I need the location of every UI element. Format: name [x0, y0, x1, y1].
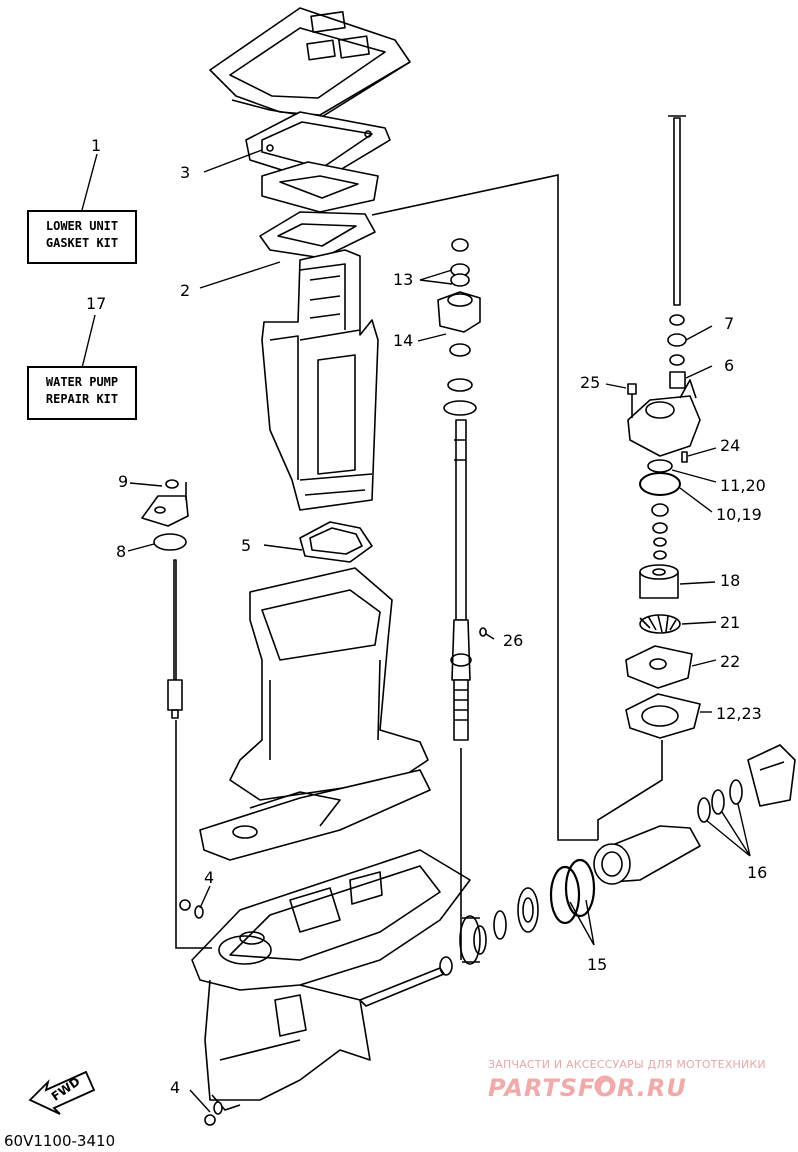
callout-7: 7 — [724, 314, 735, 333]
impeller-21 — [639, 614, 681, 634]
callout-26: 26 — [503, 631, 524, 650]
callout-10-19: 10,19 — [716, 505, 762, 524]
bearing-housing — [593, 825, 701, 885]
washer — [447, 378, 473, 392]
seal-16b — [711, 789, 725, 815]
upper-case — [199, 567, 431, 861]
callout-11-20: 11,20 — [720, 476, 766, 495]
callout-22: 22 — [720, 652, 741, 671]
o-ring-11 — [647, 459, 673, 473]
seal-a — [651, 503, 669, 517]
callout-4-upper: 4 — [204, 868, 215, 887]
kit-label-line1: WATER PUMP — [45, 375, 119, 389]
anode — [747, 744, 796, 807]
gear-case — [191, 849, 471, 1111]
callout-12-23: 12,23 — [716, 704, 762, 723]
callout-2: 2 — [180, 281, 191, 300]
impeller-cup-18 — [639, 564, 679, 599]
seal-16a — [697, 797, 711, 823]
seal-c — [653, 537, 667, 547]
callout-5: 5 — [241, 536, 252, 555]
gasket-4b — [213, 1101, 223, 1115]
oil-seal-13b — [450, 273, 470, 287]
insert-6 — [669, 371, 686, 389]
forward-gear — [459, 915, 487, 965]
callout-14: 14 — [393, 331, 414, 350]
drive-shaft — [450, 419, 472, 741]
watermark-logo: PARTSFOR.RU — [488, 1074, 687, 1102]
callout-15: 15 — [587, 955, 608, 974]
o-ring-15a — [549, 865, 581, 925]
callout-21: 21 — [720, 613, 741, 632]
callout-16: 16 — [747, 863, 768, 882]
seal-b — [652, 522, 668, 534]
propeller-shaft — [359, 956, 453, 1007]
seal-16c — [729, 779, 743, 805]
o-ring-8 — [153, 533, 187, 551]
grommet-7a — [669, 314, 685, 326]
gasket-2 — [259, 211, 376, 259]
reverse-bearing — [517, 887, 539, 933]
kit-label-line2: GASKET KIT — [45, 236, 119, 250]
grommet-7b — [667, 333, 687, 347]
grommet-7c — [669, 354, 685, 366]
kit-label-line2: REPAIR KIT — [45, 392, 119, 406]
pin-26 — [479, 627, 487, 637]
kit-label-line1: LOWER UNIT — [45, 219, 119, 233]
water-pump-repair-kit-box: WATER PUMP REPAIR KIT — [27, 366, 137, 420]
gasket-12 — [625, 693, 701, 739]
lower-unit-gasket-kit-box: LOWER UNIT GASKET KIT — [27, 210, 137, 264]
watermark-gear-icon — [594, 1075, 616, 1097]
water-tube — [668, 115, 686, 306]
assembly-reference-lines — [175, 174, 663, 960]
leader-lines — [81, 149, 751, 1113]
shift-rod — [167, 559, 183, 719]
o-ring-15b — [564, 858, 596, 918]
pump-housing — [627, 379, 701, 457]
outer-plate-22 — [625, 645, 693, 689]
seal-ring — [443, 400, 477, 416]
bolt-9 — [165, 479, 179, 489]
middle-plate — [261, 161, 379, 213]
bearing — [449, 343, 471, 357]
top-cover-plate — [209, 7, 411, 119]
callout-4-lower: 4 — [170, 1078, 181, 1097]
bolt-25 — [627, 383, 637, 418]
kit-number-1: 1 — [91, 136, 102, 155]
callout-25: 25 — [580, 373, 601, 392]
seal-d — [653, 550, 667, 560]
bearing-housing-14 — [437, 291, 481, 333]
o-ring-10 — [639, 472, 681, 496]
gasket-4a — [194, 905, 204, 919]
callout-8: 8 — [116, 542, 127, 561]
callout-24: 24 — [720, 436, 741, 455]
watermark-tagline: ЗАПЧАСТИ И АКСЕССУАРЫ ДЛЯ МОТОТЕХНИКИ — [488, 1058, 766, 1071]
callout-18: 18 — [720, 571, 741, 590]
callout-9: 9 — [118, 472, 129, 491]
bushing — [451, 238, 469, 252]
pin-24 — [681, 451, 688, 463]
fwd-arrow — [28, 1070, 96, 1115]
shim — [493, 910, 507, 940]
kit-number-17: 17 — [86, 294, 107, 313]
callout-6: 6 — [724, 356, 735, 375]
shift-rod-bracket — [141, 495, 189, 527]
drain-plug-4b — [204, 1114, 216, 1126]
drain-plug-4a — [179, 899, 191, 911]
callout-3: 3 — [180, 163, 191, 182]
seal-5 — [299, 521, 373, 563]
diagram-code: 60V1100-3410 — [4, 1132, 116, 1150]
exhaust-guide — [261, 249, 379, 511]
callout-13: 13 — [393, 270, 414, 289]
